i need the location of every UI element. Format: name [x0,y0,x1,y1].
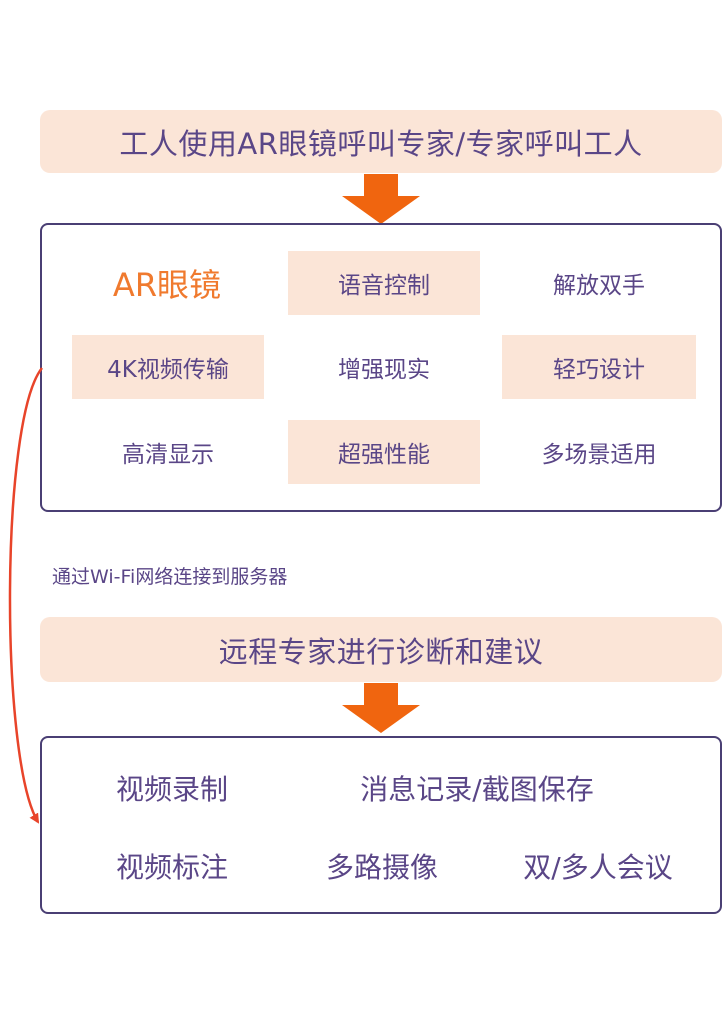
function-message-screenshot: 消息记录/截图保存 [360,773,594,806]
down-arrow-icon [342,174,420,224]
mid-banner-text: 远程专家进行诊断和建议 [218,634,544,669]
mid-banner: 远程专家进行诊断和建议 [40,617,722,682]
network-note: 通过Wi-Fi网络连接到服务器 [52,566,288,588]
down-arrow-icon [342,683,420,733]
remote-functions-panel: 视频录制 消息记录/截图保存 视频标注 多路摄像 双/多人会议 [40,736,722,914]
feature-high-performance: 超强性能 [288,420,480,484]
feature-augmented-reality: 增强现实 [338,357,430,383]
feature-4k-video: 4K视频传输 [72,335,264,399]
function-video-annotation: 视频标注 [115,851,228,884]
function-multi-camera: 多路摄像 [325,851,438,884]
ar-glasses-feature-panel: AR眼镜 语音控制 解放双手 4K视频传输 增强现实 轻巧设计 高清显示 超强性… [40,223,722,512]
ar-glasses-title: AR眼镜 [112,266,222,304]
function-video-recording: 视频录制 [115,773,228,806]
top-banner: 工人使用AR眼镜呼叫专家/专家呼叫工人 [40,110,722,173]
feature-voice-control: 语音控制 [288,251,480,315]
function-group-meeting: 双/多人会议 [523,851,673,884]
feature-hd-display: 高清显示 [122,442,214,468]
feature-lightweight-design: 轻巧设计 [502,335,696,399]
feature-multi-scenario: 多场景适用 [541,442,657,468]
feature-hands-free: 解放双手 [553,273,645,299]
top-banner-text: 工人使用AR眼镜呼叫专家/专家呼叫工人 [119,126,643,161]
